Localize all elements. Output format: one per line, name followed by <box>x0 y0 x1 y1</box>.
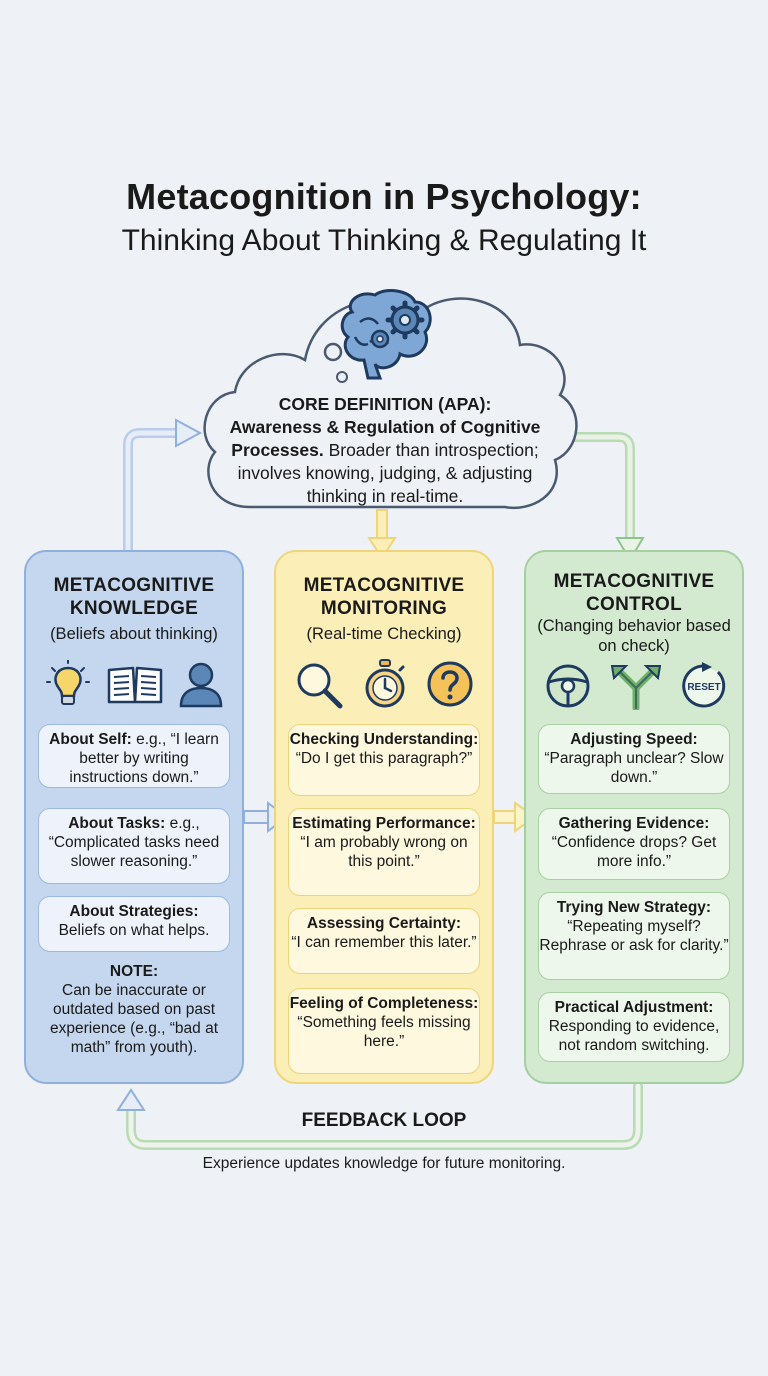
book-icon <box>107 666 163 704</box>
knowledge-title: METACOGNITIVE KNOWLEDGE <box>53 575 215 619</box>
knowledge-note: NOTE: Can be inaccurate or outdated base… <box>34 962 234 1057</box>
card-heading: About Strategies: <box>69 903 199 920</box>
lightbulb-icon <box>46 660 90 705</box>
reset-icon-label: RESET <box>687 682 720 693</box>
fork-arrow-icon <box>610 665 662 710</box>
note-text: Can be inaccurate or outdated based on p… <box>49 982 219 1056</box>
card-heading: Adjusting Speed: <box>570 731 698 748</box>
monitoring-card-performance: Estimating Performance: “I am probably w… <box>288 808 480 896</box>
control-title: METACOGNITIVE CONTROL <box>553 571 715 615</box>
card-text: “I can remember this later.” <box>291 934 477 951</box>
monitoring-icons <box>276 658 492 712</box>
arrow-core-to-control <box>555 432 645 562</box>
brain-gears-icon <box>340 289 432 380</box>
core-definition-bold: Awareness & Regulation of Cognitive Proc… <box>229 417 541 460</box>
question-icon <box>427 661 473 707</box>
card-text: “Something feels missing here.” <box>297 1014 471 1050</box>
control-column: METACOGNITIVE CONTROL (Changing behavior… <box>524 550 744 1084</box>
feedback-loop-arrow <box>116 1081 643 1150</box>
card-text: e.g., “I learn better by writing instruc… <box>69 731 219 786</box>
control-subtitle: (Changing behavior based on check) <box>537 617 731 655</box>
arrow-knowledge-to-core <box>123 418 203 557</box>
monitoring-card-completeness: Feeling of Completeness: “Something feel… <box>288 988 480 1074</box>
arrow-core-to-monitoring <box>367 509 397 560</box>
card-text: Responding to evidence, not random switc… <box>548 1018 720 1054</box>
feedback-loop-description: Experience updates knowledge for future … <box>202 1155 566 1172</box>
steering-wheel-icon <box>546 664 590 708</box>
control-card-speed: Adjusting Speed: “Paragraph unclear? Slo… <box>538 724 730 794</box>
card-heading: About Tasks: <box>68 815 166 832</box>
core-definition-body: Broader than introspection; involves kno… <box>237 440 539 506</box>
card-text: Beliefs on what helps. <box>58 922 210 939</box>
card-heading: Assessing Certainty: <box>306 915 462 932</box>
card-text: e.g., “Complicated tasks need slower rea… <box>48 815 220 870</box>
monitoring-subtitle: (Real-time Checking) <box>306 625 462 643</box>
stopwatch-icon <box>365 659 405 708</box>
knowledge-column: METACOGNITIVE KNOWLEDGE (Beliefs about t… <box>24 550 244 1084</box>
person-icon <box>179 662 223 708</box>
control-icons: RESET <box>526 660 742 714</box>
card-heading: Feeling of Completeness: <box>289 995 479 1012</box>
card-heading: Gathering Evidence: <box>558 815 710 832</box>
card-text: “Paragraph unclear? Slow down.” <box>544 750 724 786</box>
knowledge-card-tasks: About Tasks: e.g., “Complicated tasks ne… <box>38 808 230 884</box>
control-card-evidence: Gathering Evidence: “Confidence drops? G… <box>538 808 730 880</box>
card-text: “Repeating myself? Rephrase or ask for c… <box>539 918 729 954</box>
card-heading: Practical Adjustment: <box>554 999 714 1016</box>
monitoring-column: METACOGNITIVE MONITORING (Real-time Chec… <box>274 550 494 1084</box>
card-text: “Confidence drops? Get more info.” <box>551 834 717 870</box>
feedback-loop-label: FEEDBACK LOOP <box>301 1110 467 1131</box>
card-heading: About Self: <box>49 731 132 748</box>
control-card-strategy: Trying New Strategy: “Repeating myself? … <box>538 892 730 980</box>
control-card-adjustment: Practical Adjustment: Responding to evid… <box>538 992 730 1062</box>
page-title: Metacognition in Psychology: <box>126 176 642 217</box>
card-text: “Do I get this paragraph?” <box>295 750 473 767</box>
card-heading: Estimating Performance: <box>292 815 476 832</box>
monitoring-title: METACOGNITIVE MONITORING <box>303 575 465 619</box>
magnifier-icon <box>297 663 343 709</box>
knowledge-card-self: About Self: e.g., “I learn better by wri… <box>38 724 230 788</box>
monitoring-card-certainty: Assessing Certainty: “I can remember thi… <box>288 908 480 974</box>
core-definition-label: CORE DEFINITION (APA): <box>278 394 492 414</box>
reset-icon: RESET <box>682 662 726 708</box>
knowledge-icons <box>26 658 242 712</box>
core-definition-text: CORE DEFINITION (APA): Awareness & Regul… <box>210 393 560 508</box>
note-heading: NOTE: <box>109 963 159 980</box>
knowledge-card-strategies: About Strategies: Beliefs on what helps. <box>38 896 230 952</box>
knowledge-subtitle: (Beliefs about thinking) <box>50 625 218 643</box>
card-heading: Checking Understanding: <box>289 731 479 748</box>
card-heading: Trying New Strategy: <box>556 899 712 916</box>
card-text: “I am probably wrong on this point.” <box>300 834 468 870</box>
page-subtitle: Thinking About Thinking & Regulating It <box>121 224 647 257</box>
monitoring-card-understanding: Checking Understanding: “Do I get this p… <box>288 724 480 796</box>
